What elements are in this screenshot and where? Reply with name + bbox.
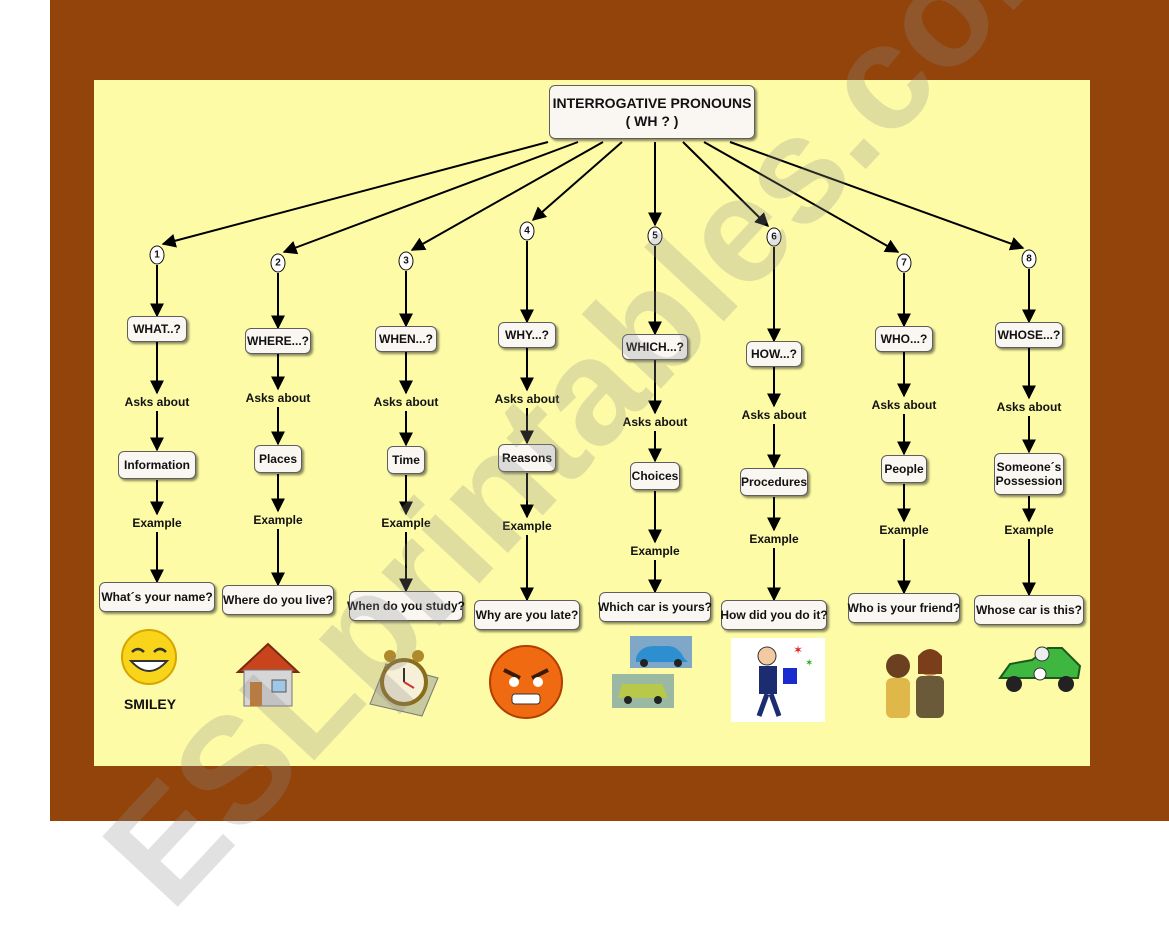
connector-arrow	[282, 141, 579, 255]
connector-arrow	[531, 141, 623, 221]
example-label: Example	[747, 532, 801, 546]
asks-about-label: Asks about	[869, 398, 939, 412]
example-label: Example	[500, 519, 554, 533]
step-number-1: 1	[149, 245, 165, 265]
step-number-4: 4	[519, 221, 535, 241]
asks-about-label: Asks about	[243, 391, 313, 405]
example-label: Example	[379, 516, 433, 530]
example-label: Example	[877, 523, 931, 537]
step-number-8: 8	[1021, 249, 1037, 269]
example-label: Example	[628, 544, 682, 558]
question-word-4: WHY...?	[498, 322, 556, 348]
asks-about-label: Asks about	[492, 392, 562, 406]
example-sentence-1: What´s your name?	[99, 582, 215, 612]
example-sentence-8: Whose car is this?	[974, 595, 1084, 625]
race-car-icon	[996, 644, 1082, 701]
svg-text:✶: ✶	[793, 643, 803, 657]
connector-arrow	[729, 141, 1025, 251]
question-word-5: WHICH...?	[622, 334, 688, 360]
step-number-2: 2	[270, 253, 286, 273]
smiley-caption: SMILEY	[123, 696, 177, 712]
example-label: Example	[130, 516, 184, 530]
topic-box-3: Time	[387, 446, 425, 474]
asks-about-label: Asks about	[371, 395, 441, 409]
question-word-3: WHEN...?	[375, 326, 437, 352]
connector-arrows	[150, 141, 1036, 602]
connector-arrow	[410, 141, 604, 251]
house-icon	[228, 638, 308, 717]
angry-face-icon	[486, 644, 566, 725]
two-cars-icon	[612, 636, 696, 715]
question-word-8: WHOSE...?	[995, 322, 1063, 348]
example-sentence-3: When do you study?	[347, 591, 465, 621]
two-people-icon	[872, 646, 956, 725]
example-label: Example	[251, 513, 305, 527]
example-sentence-5: Which car is yours?	[598, 592, 712, 622]
step-number-3: 3	[398, 251, 414, 271]
question-word-6: HOW...?	[746, 341, 802, 367]
asks-about-label: Asks about	[620, 415, 690, 429]
connector-arrow	[703, 141, 900, 253]
question-word-1: WHAT..?	[127, 316, 187, 342]
magician-icon: ✶✶	[731, 638, 825, 727]
alarm-clock-icon	[366, 644, 442, 723]
step-number-7: 7	[896, 253, 912, 273]
connector-arrow	[682, 141, 769, 227]
step-number-6: 6	[766, 227, 782, 247]
svg-text:✶: ✶	[805, 658, 813, 669]
asks-about-label: Asks about	[739, 408, 809, 422]
asks-about-label: Asks about	[122, 395, 192, 409]
topic-box-8: Someone´s Possession	[994, 453, 1064, 495]
topic-box-6: Procedures	[740, 468, 808, 496]
example-sentence-2: Where do you live?	[222, 585, 334, 615]
asks-about-label: Asks about	[994, 400, 1064, 414]
smiley-face-icon	[118, 628, 180, 693]
topic-box-5: Choices	[630, 462, 680, 490]
connector-arrow	[161, 141, 549, 248]
topic-box-1: Information	[118, 451, 196, 479]
example-sentence-4: Why are you late?	[474, 600, 580, 630]
question-word-2: WHERE...?	[245, 328, 311, 354]
topic-box-4: Reasons	[498, 444, 556, 472]
question-word-7: WHO...?	[875, 326, 933, 352]
topic-box-2: Places	[254, 445, 302, 473]
example-sentence-7: Who is your friend?	[848, 593, 960, 623]
topic-box-7: People	[881, 455, 927, 483]
example-label: Example	[1002, 523, 1056, 537]
diagram-title: INTERROGATIVE PRONOUNS ( WH ? )	[549, 85, 755, 139]
example-sentence-6: How did you do it?	[720, 600, 828, 630]
step-number-5: 5	[647, 226, 663, 246]
